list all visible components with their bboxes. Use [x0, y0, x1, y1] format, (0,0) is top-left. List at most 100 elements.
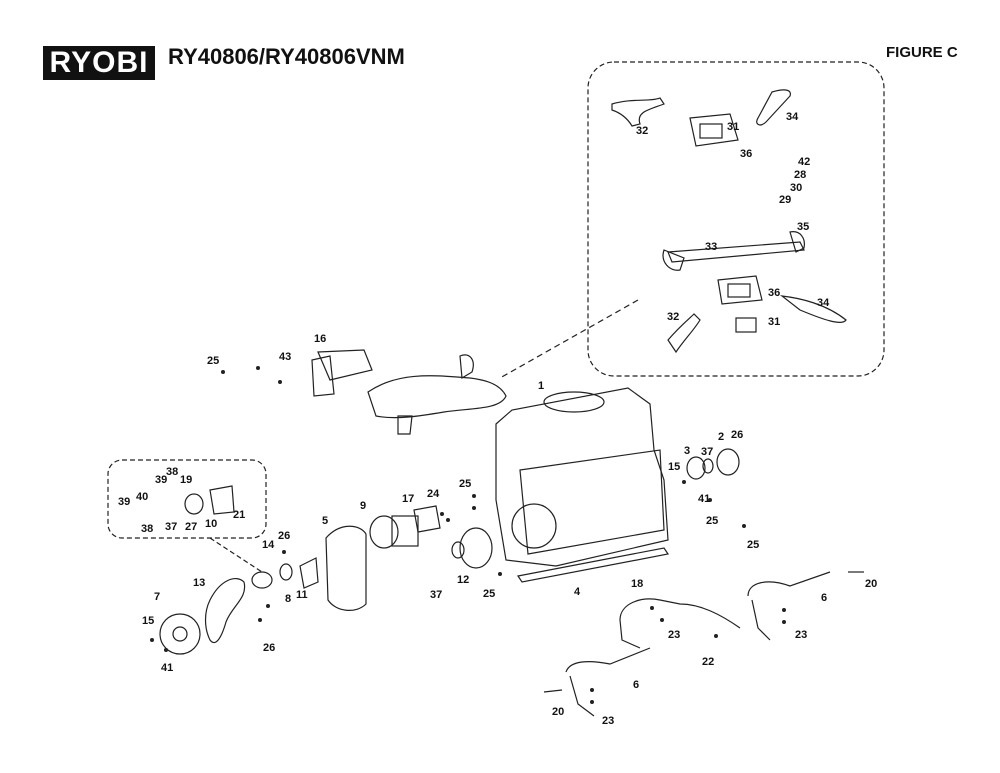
chute-ring — [543, 391, 605, 413]
callout-5: 5 — [322, 515, 328, 527]
scraper-bar-end-right — [789, 231, 805, 253]
callout-32-top: 32 — [636, 125, 648, 137]
callout-43: 43 — [279, 351, 291, 363]
scraper-blade — [516, 547, 670, 583]
callout-22: 22 — [702, 656, 714, 668]
callout-41-left: 41 — [161, 662, 173, 674]
callout-23-center: 23 — [668, 629, 680, 641]
drive-belt — [204, 578, 246, 644]
wheel-hub-2 — [716, 448, 740, 476]
callout-41-right: 41 — [698, 493, 710, 505]
housing-front-panel — [519, 449, 665, 555]
callout-16: 16 — [314, 333, 326, 345]
washer-37 — [451, 541, 465, 559]
callout-36-bottom: 36 — [768, 287, 780, 299]
callout-20-right: 20 — [865, 578, 877, 590]
callout-14: 14 — [262, 539, 275, 551]
skid-bracket-top — [689, 113, 739, 147]
callout-25-center: 25 — [459, 478, 471, 490]
handle-right-6 — [747, 571, 831, 597]
auger-housing — [495, 387, 669, 567]
washer-37-right — [702, 458, 714, 474]
callout-15-left: 15 — [142, 615, 154, 627]
callout-13: 13 — [193, 577, 205, 589]
belt-cover — [325, 525, 367, 611]
callout-23-right: 23 — [795, 629, 807, 641]
callout-28: 28 — [794, 169, 806, 181]
callout-25-right: 25 — [706, 515, 718, 527]
pulley-inset-leader — [209, 537, 263, 573]
callout-20-left: 20 — [552, 706, 564, 718]
inset-leader-line — [499, 299, 639, 379]
callout-2: 2 — [718, 431, 724, 443]
chute-lip — [459, 354, 474, 380]
model-title: RY40806/RY40806VNM — [168, 44, 405, 69]
callout-37-right: 37 — [701, 446, 713, 458]
detail-inset-skids — [587, 61, 885, 377]
scraper-bar-end-left — [662, 249, 685, 271]
bearing-8 — [279, 563, 293, 581]
callout-25-far-right: 25 — [747, 539, 759, 551]
skid-shoe-right-top — [756, 89, 791, 126]
callout-37-inset: 37 — [165, 521, 177, 533]
fasteners — [150, 366, 786, 704]
callout-3: 3 — [684, 445, 690, 457]
callout-34-bottom: 34 — [817, 297, 830, 309]
callout-27: 27 — [185, 521, 197, 533]
callout-36-top: 36 — [740, 148, 752, 160]
discharge-chute — [367, 375, 507, 419]
callout-11: 11 — [296, 589, 308, 601]
callout-6-right: 6 — [821, 592, 827, 604]
handle-upper-arm — [619, 619, 641, 649]
callout-10: 10 — [205, 518, 217, 530]
callout-31-top: 31 — [727, 121, 739, 133]
callout-29: 29 — [779, 194, 791, 206]
callout-39-top: 39 — [155, 474, 167, 486]
figure-label: FIGURE C — [886, 44, 958, 61]
chute-deflector — [317, 349, 373, 381]
callout-31-bottom: 31 — [768, 316, 780, 328]
skid-shoe-left-bottom — [667, 313, 701, 354]
detail-inset-pulley — [107, 459, 267, 539]
callout-25-chute: 25 — [207, 355, 219, 367]
skid-shoe-right-bottom — [779, 295, 847, 323]
callout-4: 4 — [574, 586, 581, 598]
callout-33: 33 — [705, 241, 717, 253]
callout-38-top: 38 — [166, 466, 178, 478]
callout-12: 12 — [457, 574, 469, 586]
chute-deflector-side — [311, 355, 335, 397]
callout-39-left: 39 — [118, 496, 130, 508]
drive-plate — [459, 527, 493, 569]
callout-17: 17 — [402, 493, 414, 505]
idler-pulley — [251, 571, 273, 589]
handle-left-lower — [569, 675, 595, 717]
pulley-bearing — [184, 493, 204, 515]
callout-42: 42 — [798, 156, 810, 168]
bolt-20-left — [543, 689, 563, 693]
scraper-bar — [667, 241, 805, 263]
callout-26-right: 26 — [731, 429, 743, 441]
callout-7: 7 — [154, 591, 160, 603]
callout-32-bottom: 32 — [667, 311, 679, 323]
callout-6-left: 6 — [633, 679, 639, 691]
pulley-arm-21 — [209, 485, 235, 515]
callout-38-bottom: 38 — [141, 523, 153, 535]
bearing-3 — [686, 456, 706, 480]
callout-30: 30 — [790, 182, 802, 194]
callout-40: 40 — [136, 491, 148, 503]
idler-bracket — [299, 557, 319, 589]
skid-bracket-bottom — [717, 275, 763, 305]
callout-18: 18 — [631, 578, 643, 590]
callout-21: 21 — [233, 509, 245, 521]
callout-labels: 42 28 30 29 32 31 36 34 35 33 36 34 32 3… — [118, 111, 877, 727]
pulley-hub — [172, 626, 188, 642]
callout-1: 1 — [538, 380, 544, 392]
callout-8: 8 — [285, 593, 291, 605]
callout-19: 19 — [180, 474, 192, 486]
callout-25-bottom: 25 — [483, 588, 495, 600]
handle-upper-18 — [619, 598, 741, 629]
handle-left-6 — [565, 647, 651, 673]
callout-26-mid: 26 — [278, 530, 290, 542]
skid-shoe-left-top — [611, 97, 665, 127]
